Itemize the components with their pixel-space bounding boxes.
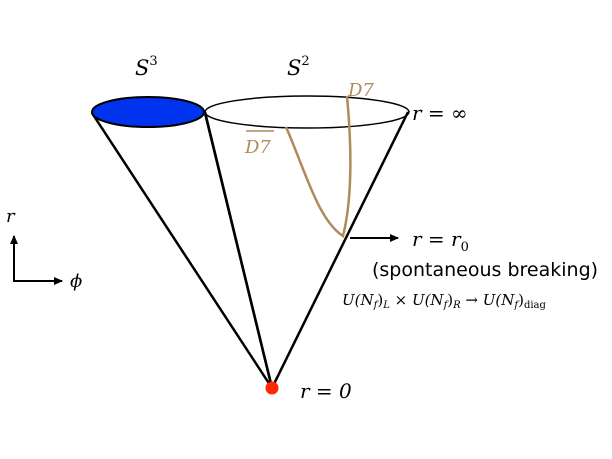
s2-label: S2	[287, 54, 310, 80]
d7bar-label: D7	[244, 137, 271, 158]
s2-cone-right-edge	[270, 111, 410, 389]
axis-r-label: r	[6, 206, 16, 227]
r-zero-label: r = 0	[300, 379, 352, 403]
d7-label: D7	[347, 80, 374, 101]
symmetry-breaking-formula: U(Nf)L × U(Nf)R → U(Nf)diag	[342, 291, 547, 311]
s2-cone-left-edge	[203, 111, 274, 389]
s2-ellipse	[204, 95, 410, 129]
r-r0-label: r = r0	[412, 227, 469, 255]
s2-cone	[203, 95, 410, 389]
axis-phi-label: ϕ	[70, 271, 82, 292]
r-infinity-label: r = ∞	[412, 101, 468, 125]
s3-cone-left-edge	[90, 112, 274, 389]
d7-brane-curve	[284, 95, 352, 238]
s3-disk	[91, 96, 205, 128]
s3-label: S3	[135, 54, 158, 80]
spontaneous-breaking-label: (spontaneous breaking)	[372, 259, 598, 281]
tip-point	[265, 381, 279, 395]
